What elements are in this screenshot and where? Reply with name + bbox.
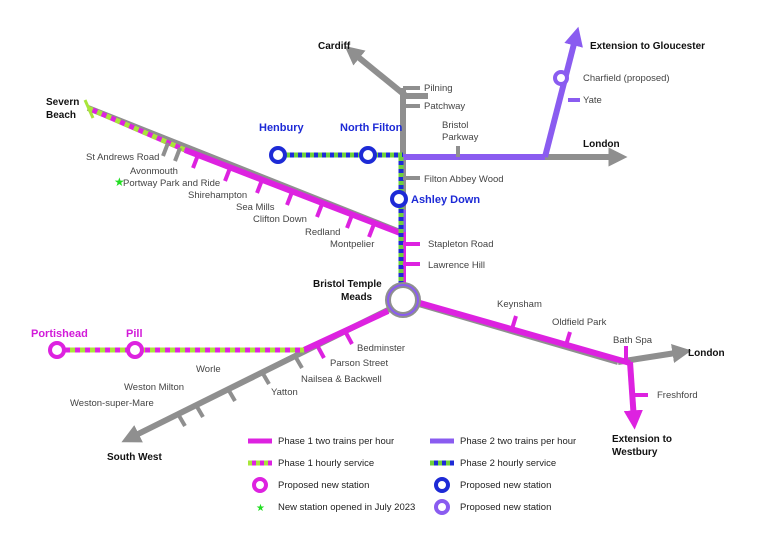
dest-severn-1: Severn bbox=[46, 97, 79, 108]
new-station-portishead: Portishead bbox=[31, 328, 88, 340]
station-worle: Worle bbox=[196, 364, 221, 375]
station-clifton-down: Clifton Down bbox=[253, 214, 307, 225]
dest-south-west: South West bbox=[107, 452, 162, 463]
dest-severn-2: Beach bbox=[46, 110, 76, 121]
new-station-north-filton: North Filton bbox=[340, 122, 403, 134]
phase1-severn-line bbox=[183, 147, 402, 236]
legend-phase2-new-blue: Proposed new station bbox=[460, 480, 551, 491]
legend: Phase 1 two trains per hour Phase 1 hour… bbox=[248, 436, 576, 515]
station-freshford: Freshford bbox=[657, 390, 698, 401]
henbury-station-marker bbox=[269, 146, 287, 164]
legend-phase1-two: Phase 1 two trains per hour bbox=[278, 436, 394, 447]
legend-phase2-hourly: Phase 2 hourly service bbox=[460, 458, 556, 469]
station-stapleton-road: Stapleton Road bbox=[428, 239, 494, 250]
legend-star-icon: ★ bbox=[256, 503, 265, 514]
station-bath-spa: Bath Spa bbox=[613, 335, 653, 346]
station-parson-street: Parson Street bbox=[330, 358, 388, 369]
dest-westbury-2: Westbury bbox=[612, 447, 658, 458]
legend-swatch-phase2-new-blue bbox=[434, 477, 450, 493]
dest-westbury-1: Extension to bbox=[612, 434, 672, 445]
new-station-pill: Pill bbox=[126, 328, 143, 340]
legend-opened-2023: New station opened in July 2023 bbox=[278, 502, 415, 513]
phase1-westbury bbox=[623, 361, 643, 430]
grey-lines bbox=[86, 45, 692, 443]
station-redland: Redland bbox=[305, 227, 340, 238]
station-ticks-south bbox=[176, 354, 304, 428]
station-temple-meads-2: Meads bbox=[341, 292, 373, 303]
phase1-bath-line bbox=[419, 300, 631, 366]
phase2-hourly bbox=[278, 152, 404, 285]
station-ticks-magenta bbox=[191, 154, 648, 397]
station-bristol-parkway-2: Parkway bbox=[442, 132, 479, 143]
dest-cardiff: Cardiff bbox=[318, 41, 351, 52]
new-station-ashley-down: Ashley Down bbox=[411, 194, 480, 206]
labels: Cardiff Extension to Gloucester London L… bbox=[31, 41, 725, 463]
station-lawrence-hill: Lawrence Hill bbox=[428, 260, 485, 271]
station-shirehampton: Shirehampton bbox=[188, 190, 247, 201]
charfield-station-marker bbox=[553, 70, 569, 86]
pill-station-marker bbox=[126, 341, 144, 359]
portway-star-icon: ★ bbox=[114, 175, 125, 189]
new-station-henbury: Henbury bbox=[259, 122, 305, 134]
station-yate: Yate bbox=[583, 95, 602, 106]
station-montpelier: Montpelier bbox=[330, 239, 374, 250]
line-cardiff bbox=[344, 45, 408, 99]
dest-gloucester: Extension to Gloucester bbox=[590, 41, 705, 52]
station-weston-super-mare: Weston-super-Mare bbox=[70, 398, 154, 409]
north-filton-station-marker bbox=[359, 146, 377, 164]
legend-phase2-new-purple: Proposed new station bbox=[460, 502, 551, 513]
station-portway: Portway Park and Ride bbox=[123, 178, 220, 189]
phase1-hourly bbox=[60, 99, 304, 353]
legend-phase2-two: Phase 2 two trains per hour bbox=[460, 436, 576, 447]
station-st-andrews-road: St Andrews Road bbox=[86, 152, 159, 163]
station-weston-milton: Weston Milton bbox=[124, 382, 184, 393]
station-bedminster: Bedminster bbox=[357, 343, 405, 354]
station-avonmouth: Avonmouth bbox=[130, 166, 178, 177]
station-patchway: Patchway bbox=[424, 101, 465, 112]
station-yatton: Yatton bbox=[271, 387, 298, 398]
portishead-station-marker bbox=[48, 341, 66, 359]
legend-swatch-phase1-new bbox=[252, 477, 268, 493]
station-pilning: Pilning bbox=[424, 83, 453, 94]
station-nailsea: Nailsea & Backwell bbox=[301, 374, 382, 385]
dest-london-north: London bbox=[583, 139, 620, 150]
station-bristol-parkway-1: Bristol bbox=[442, 120, 468, 131]
station-filton-abbey-wood: Filton Abbey Wood bbox=[424, 174, 504, 185]
legend-phase1-new: Proposed new station bbox=[278, 480, 369, 491]
station-temple-meads-1: Bristol Temple bbox=[313, 279, 382, 290]
station-keynsham: Keynsham bbox=[497, 299, 542, 310]
station-ticks bbox=[161, 86, 460, 180]
legend-phase1-hourly: Phase 1 hourly service bbox=[278, 458, 374, 469]
station-circles bbox=[48, 70, 569, 359]
legend-swatch-phase2-new-purple bbox=[434, 499, 450, 515]
dest-london-east: London bbox=[688, 348, 725, 359]
ashley-down-station-marker bbox=[390, 190, 408, 208]
station-oldfield-park: Oldfield Park bbox=[552, 317, 607, 328]
station-sea-mills: Sea Mills bbox=[236, 202, 275, 213]
station-charfield: Charfield (proposed) bbox=[583, 73, 670, 84]
